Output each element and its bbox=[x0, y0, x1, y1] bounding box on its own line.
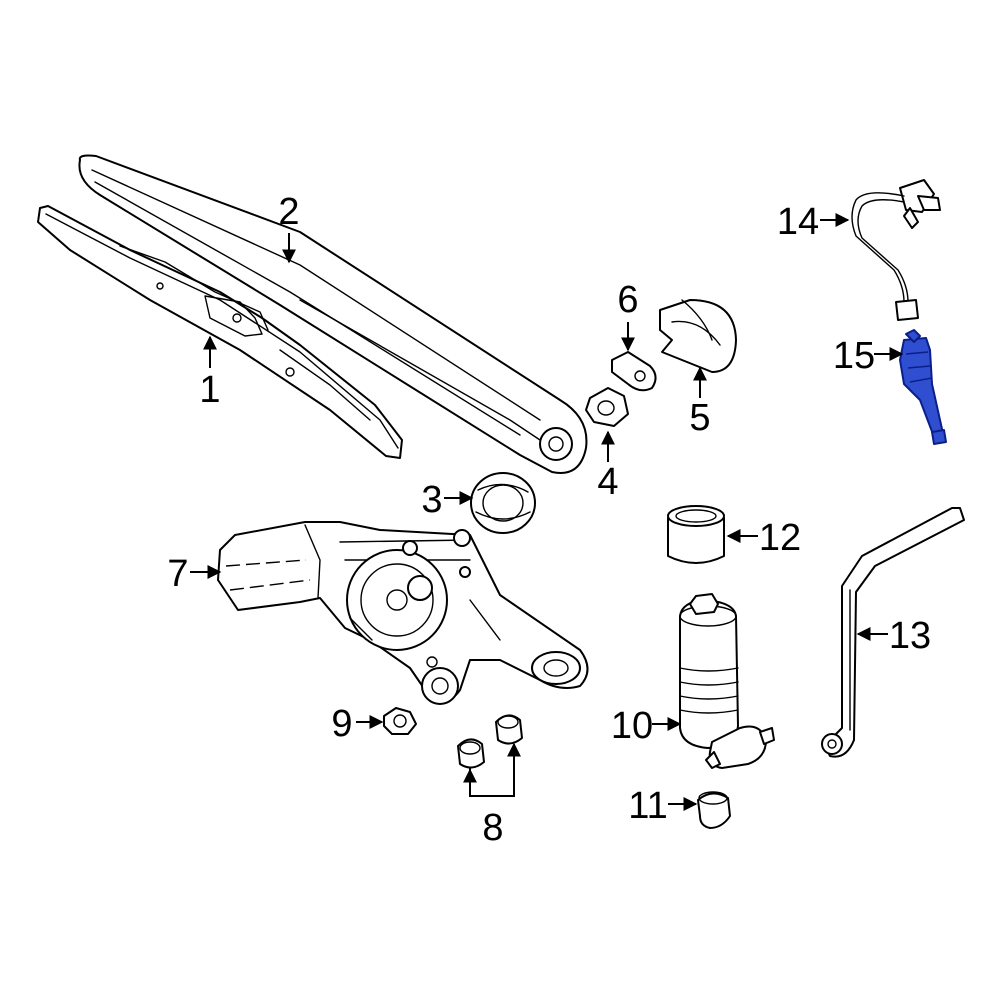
callout-8: 8 bbox=[482, 807, 503, 849]
part-4-cap-nut[interactable] bbox=[585, 387, 629, 427]
part-6-clip[interactable] bbox=[611, 351, 657, 392]
part-3-grommet[interactable] bbox=[470, 472, 536, 534]
part-7-wiper-motor[interactable] bbox=[217, 521, 589, 705]
callout-13: 13 bbox=[889, 615, 931, 657]
callout-5: 5 bbox=[689, 397, 710, 439]
part-15-washer-nozzle[interactable] bbox=[899, 329, 947, 445]
callout-12: 12 bbox=[759, 517, 801, 559]
leader-lines bbox=[190, 213, 904, 811]
callout-9: 9 bbox=[331, 703, 352, 745]
callout-2: 2 bbox=[278, 191, 299, 233]
callout-4: 4 bbox=[597, 461, 618, 503]
callout-7: 7 bbox=[167, 553, 188, 595]
part-8-bushings[interactable] bbox=[457, 714, 523, 769]
callout-15: 15 bbox=[833, 335, 875, 377]
part-1-wiper-blade[interactable] bbox=[37, 205, 403, 459]
callout-10: 10 bbox=[611, 705, 653, 747]
callout-labels: 1 2 3 4 5 6 7 8 9 10 11 12 13 14 15 bbox=[167, 191, 931, 849]
part-2-wiper-arm[interactable] bbox=[78, 154, 588, 474]
part-12-sleeve[interactable] bbox=[667, 505, 725, 564]
part-11-pump-grommet[interactable] bbox=[697, 791, 731, 829]
callout-11: 11 bbox=[628, 785, 667, 827]
part-9-nut[interactable] bbox=[383, 707, 417, 735]
part-13-washer-hose[interactable] bbox=[821, 507, 965, 758]
callout-14: 14 bbox=[777, 201, 819, 243]
callout-1: 1 bbox=[199, 369, 220, 411]
part-14-hose-tee[interactable] bbox=[851, 179, 941, 321]
callout-6: 6 bbox=[617, 279, 638, 321]
callout-3: 3 bbox=[421, 479, 442, 521]
part-5-cover-cap[interactable] bbox=[659, 299, 737, 373]
part-10-washer-pump[interactable] bbox=[679, 593, 775, 769]
